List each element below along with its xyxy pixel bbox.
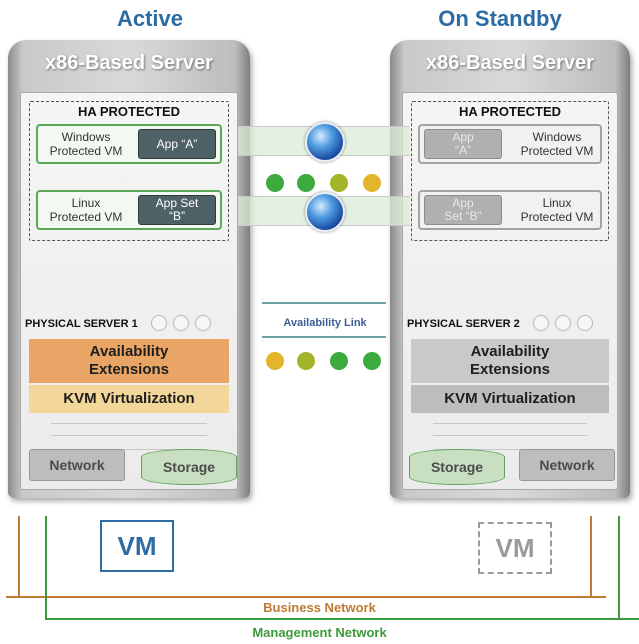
- app-label-line1: App: [452, 196, 474, 210]
- status-dot: [266, 352, 284, 370]
- app-label-line2: “A”: [454, 143, 471, 157]
- availability-line2: Extensions: [88, 361, 170, 378]
- windows-protected-vm[interactable]: Windows Protected VM App “A”: [36, 124, 222, 164]
- status-dot: [330, 352, 348, 370]
- vm-label: Windows Protected VM: [508, 130, 606, 158]
- vm-label: Windows Protected VM: [42, 130, 130, 158]
- vm-label-line2: Protected VM: [520, 210, 594, 224]
- availability-extensions: Availability Extensions: [29, 339, 229, 383]
- storage-cylinder: Storage: [409, 449, 505, 485]
- windows-protected-vm[interactable]: App “A” Windows Protected VM: [418, 124, 602, 164]
- vm-label-line2: Protected VM: [49, 210, 123, 224]
- ha-protected-box: HA PROTECTED Windows Protected VM App “A…: [29, 101, 229, 241]
- app-label-line2: “B”: [168, 209, 185, 223]
- availability-line1: Availability: [470, 343, 550, 360]
- management-network-line: [618, 516, 620, 620]
- business-network-line: [6, 596, 606, 598]
- status-dot: [363, 352, 381, 370]
- divider: [433, 449, 587, 450]
- status-dot: [297, 174, 315, 192]
- vm-label: Linux Protected VM: [42, 196, 130, 224]
- availability-link-label: Availability Link: [283, 317, 367, 329]
- server-face: HA PROTECTED App “A” Windows Protected V…: [402, 92, 618, 490]
- management-network-line: [45, 516, 47, 620]
- storage-cylinder: Storage: [141, 449, 237, 485]
- status-led-icon: [555, 315, 571, 331]
- app-a[interactable]: App “A”: [138, 129, 216, 159]
- active-heading: Active: [116, 6, 184, 31]
- kvm-virtualization: KVM Virtualization: [411, 385, 609, 413]
- server-title: x86-Based Server: [45, 52, 213, 74]
- standby-vm-box: VM: [478, 522, 552, 574]
- server-title: x86-Based Server: [426, 52, 594, 74]
- status-dot: [363, 174, 381, 192]
- divider: [433, 423, 587, 424]
- vm-label: Linux Protected VM: [508, 196, 606, 224]
- availability-link-line: [262, 336, 386, 338]
- management-network-label: Management Network: [252, 625, 387, 640]
- vm-label-line1: Windows: [61, 130, 111, 144]
- status-dot: [297, 352, 315, 370]
- globe-icon: [305, 122, 345, 162]
- physical-server-label: PHYSICAL SERVER 2: [407, 318, 520, 330]
- availability-link-line: [262, 302, 386, 304]
- divider: [51, 449, 207, 450]
- vm-label-line2: Protected VM: [520, 144, 594, 158]
- app-label-line1: App Set: [155, 196, 199, 210]
- vm-label-line2: Protected VM: [49, 144, 123, 158]
- linux-protected-vm[interactable]: App Set “B” Linux Protected VM: [418, 190, 602, 230]
- app-a[interactable]: App “A”: [424, 129, 502, 159]
- globe-icon: [305, 192, 345, 232]
- divider: [51, 423, 207, 424]
- status-led-icon: [151, 315, 167, 331]
- status-led-icon: [533, 315, 549, 331]
- standby-heading: On Standby: [438, 6, 562, 31]
- business-network-line: [590, 516, 592, 598]
- vm-label-line1: Linux: [71, 196, 101, 210]
- app-label-line1: App: [452, 130, 474, 144]
- management-network-line: [45, 618, 639, 620]
- business-network-label: Business Network: [263, 600, 376, 615]
- availability-line1: Availability: [89, 343, 169, 360]
- network-box: Network: [519, 449, 615, 481]
- app-label-line2: Set “B”: [444, 209, 482, 223]
- status-led-icon: [577, 315, 593, 331]
- vm-label-line1: Windows: [532, 130, 582, 144]
- kvm-virtualization: KVM Virtualization: [29, 385, 229, 413]
- divider: [433, 435, 587, 436]
- availability-extensions: Availability Extensions: [411, 339, 609, 383]
- server-face: HA PROTECTED Windows Protected VM App “A…: [20, 92, 238, 490]
- vm-label-line1: Linux: [542, 196, 572, 210]
- app-label-line1: App “A”: [156, 136, 198, 151]
- ha-protected-label: HA PROTECTED: [458, 104, 562, 119]
- linux-protected-vm[interactable]: Linux Protected VM App Set “B”: [36, 190, 222, 230]
- ha-protected-label: HA PROTECTED: [77, 104, 181, 119]
- app-set-b[interactable]: App Set “B”: [138, 195, 216, 225]
- app-set-b[interactable]: App Set “B”: [424, 195, 502, 225]
- status-led-icon: [173, 315, 189, 331]
- active-server: x86-Based Server HA PROTECTED Windows Pr…: [8, 40, 250, 498]
- availability-line2: Extensions: [469, 361, 551, 378]
- physical-server-label: PHYSICAL SERVER 1: [25, 318, 138, 330]
- network-box: Network: [29, 449, 125, 481]
- status-led-icon: [195, 315, 211, 331]
- divider: [51, 435, 207, 436]
- status-dot: [266, 174, 284, 192]
- ha-protected-box: HA PROTECTED App “A” Windows Protected V…: [411, 101, 609, 241]
- standby-server: x86-Based Server HA PROTECTED App “A” Wi…: [390, 40, 630, 498]
- business-network-line: [18, 516, 20, 598]
- active-vm-box: VM: [100, 520, 174, 572]
- status-dot: [330, 174, 348, 192]
